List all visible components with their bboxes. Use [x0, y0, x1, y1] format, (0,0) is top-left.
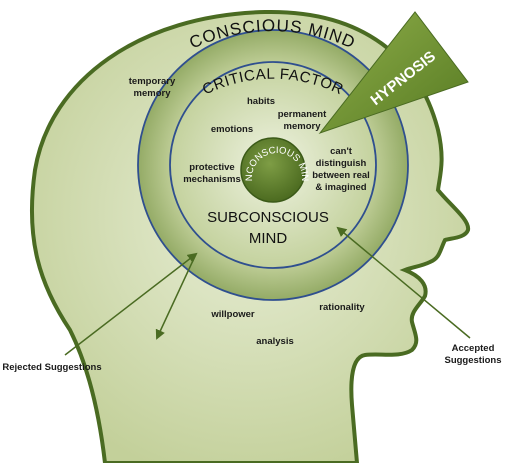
rationality-label: rationality [319, 302, 365, 313]
hypnosis-wedge [318, 11, 469, 135]
rejected-suggestions-label: Rejected Suggestions [2, 362, 101, 373]
subconscious-label-1: SUBCONSCIOUS [207, 209, 329, 226]
accepted-suggestions-label-1: Accepted [452, 343, 495, 354]
cant-distinguish-label-1: can't [330, 146, 353, 157]
accepted-arrow [336, 226, 471, 339]
accepted-suggestions-label-2: Suggestions [444, 355, 501, 366]
permanent-memory-label-1: permanent [278, 109, 327, 120]
unconscious-core [240, 137, 306, 203]
permanent-memory-label-2: memory [284, 121, 322, 132]
cant-distinguish-label-4: & imagined [315, 182, 366, 193]
temporary-memory-label-2: memory [134, 88, 172, 99]
cant-distinguish-label-3: between real [312, 170, 370, 181]
rejected-arrow-in [64, 252, 198, 356]
habits-label: habits [247, 96, 275, 107]
willpower-label: willpower [210, 309, 255, 320]
cant-distinguish-label-2: distinguish [316, 158, 367, 169]
rejected-arrow-out [155, 253, 197, 340]
protective-mechanisms-label-2: mechanisms [183, 174, 241, 185]
analysis-label: analysis [256, 336, 294, 347]
protective-mechanisms-label-1: protective [189, 162, 234, 173]
temporary-memory-label-1: temporary [129, 76, 176, 87]
emotions-label: emotions [211, 124, 253, 135]
subconscious-label-2: MIND [249, 230, 287, 247]
